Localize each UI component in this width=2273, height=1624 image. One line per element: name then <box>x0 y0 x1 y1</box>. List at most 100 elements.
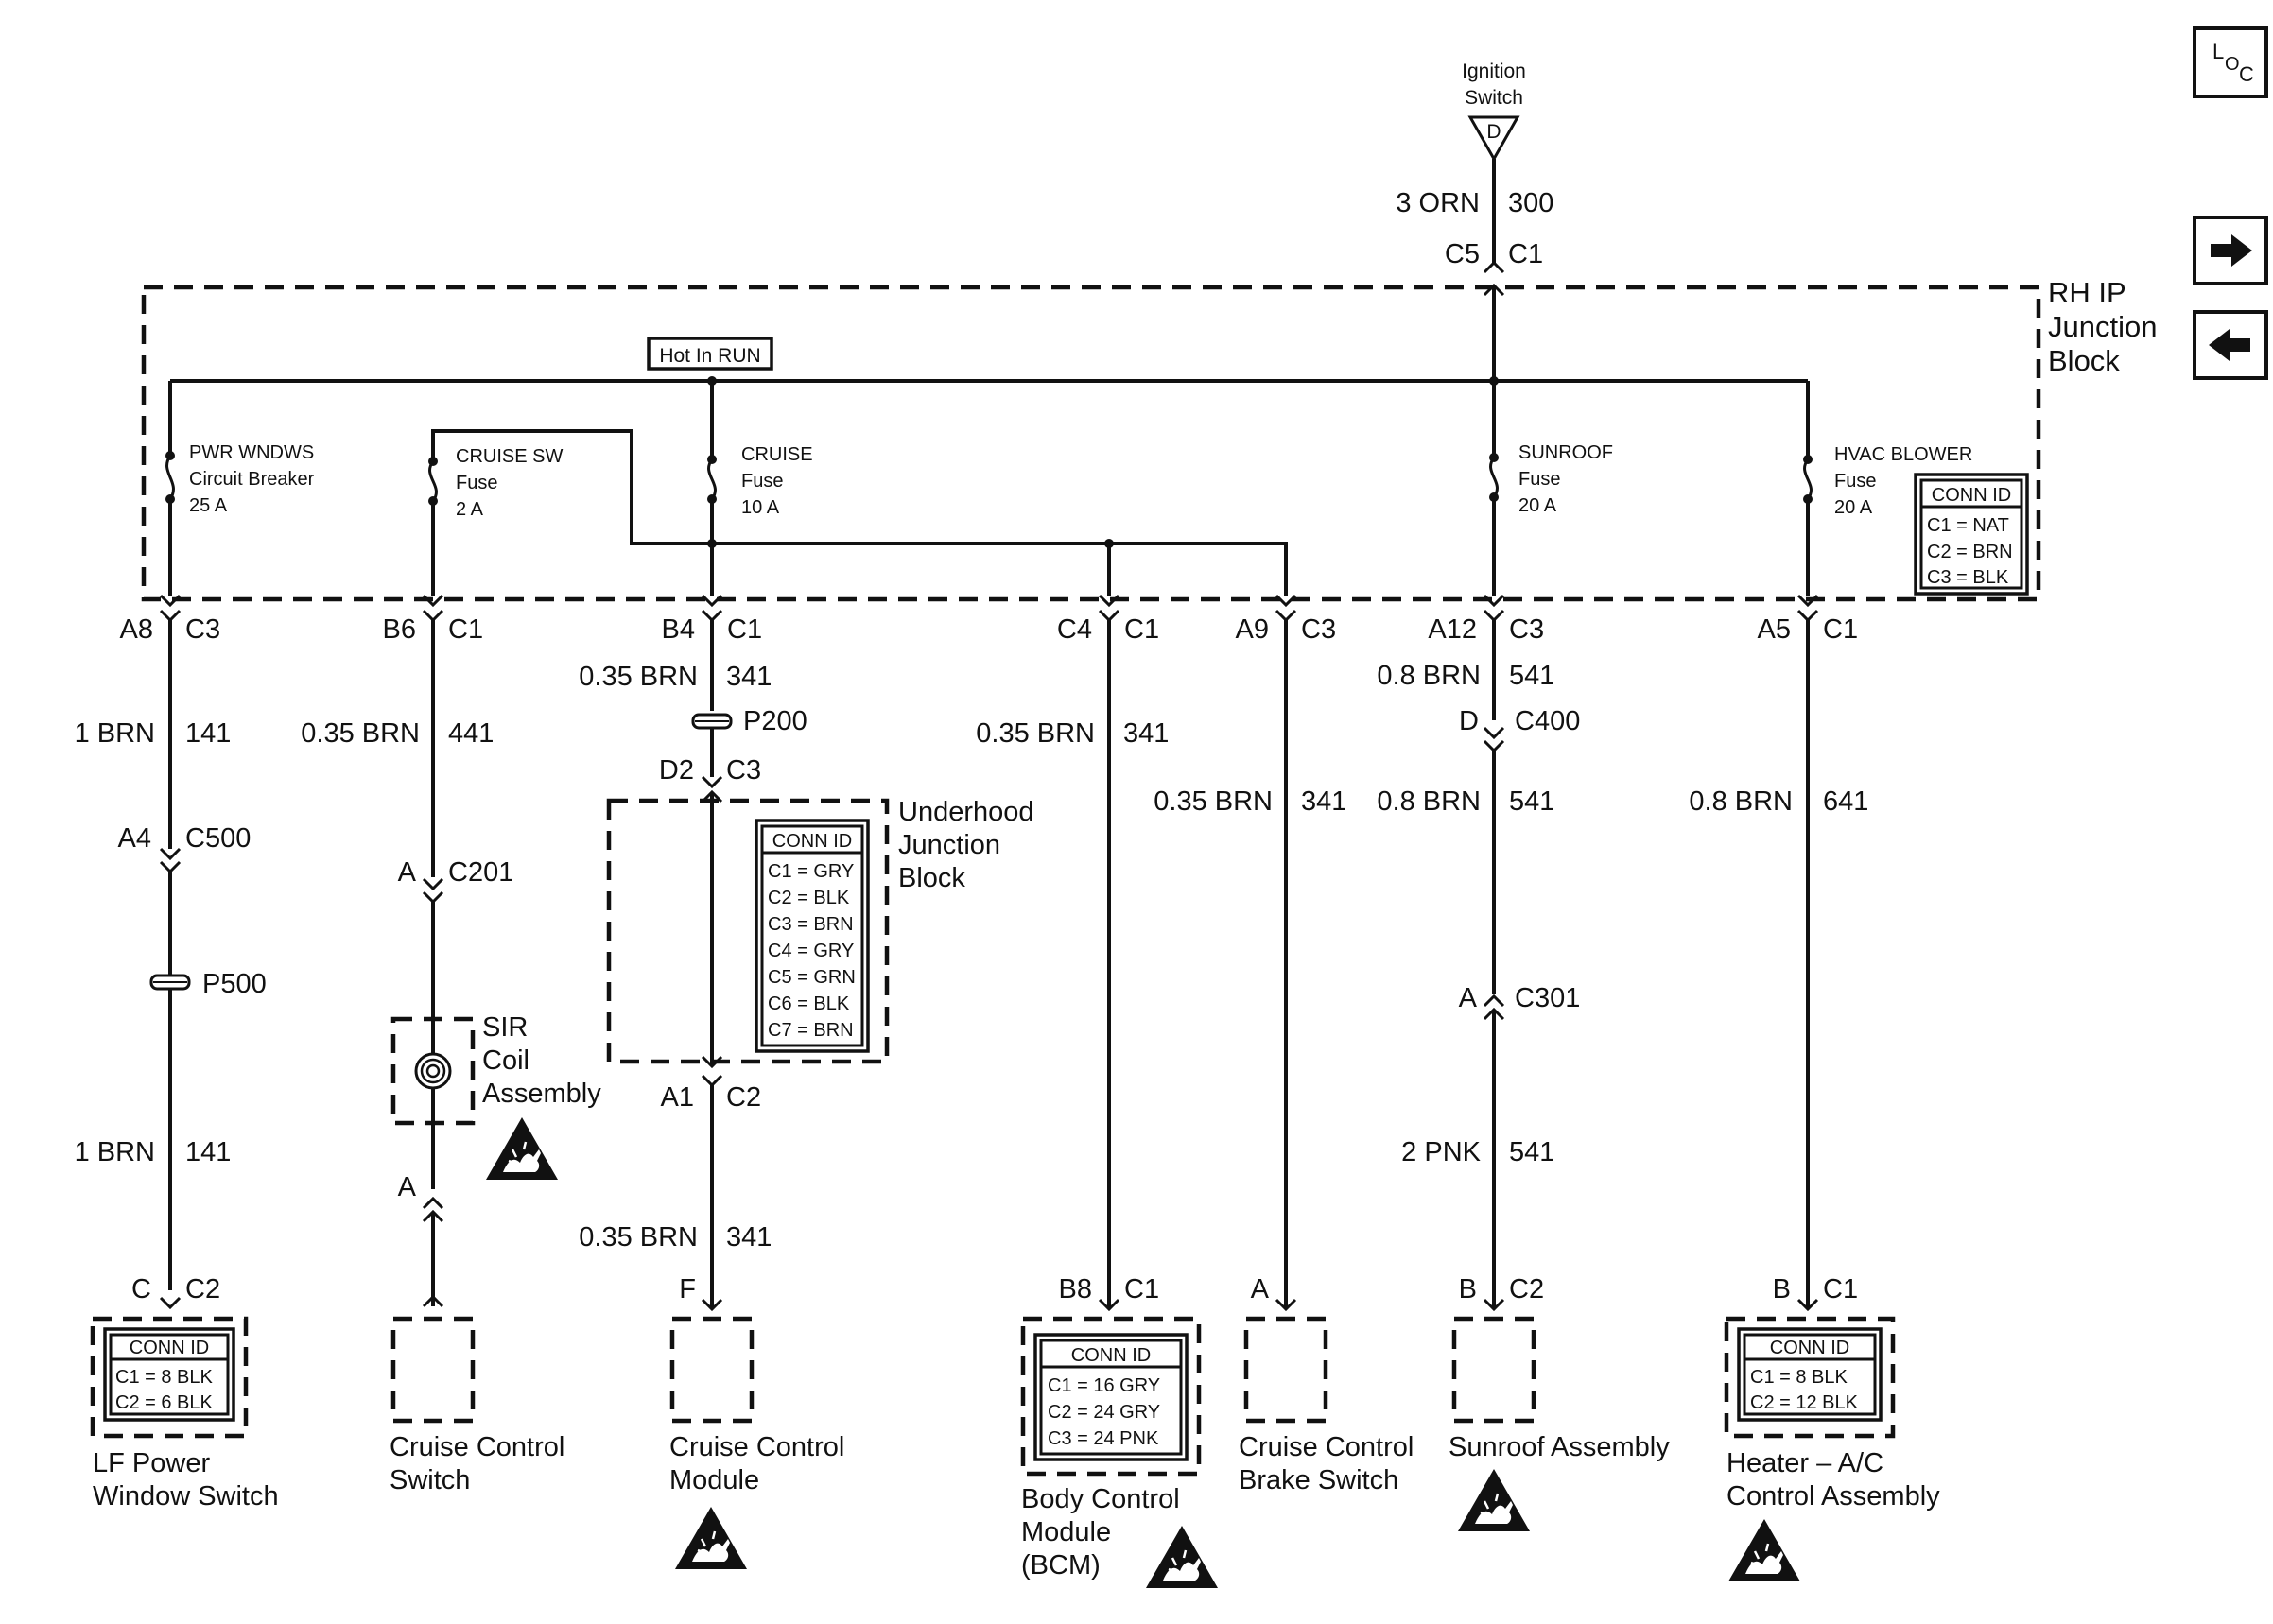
hvac-conn-id-c2: C2 = 12 BLK <box>1750 1392 1859 1413</box>
pin-a12-conn: C3 <box>1509 614 1544 645</box>
c6-end-conn: C2 <box>1509 1274 1544 1304</box>
cruise-control-switch-box <box>390 1316 476 1424</box>
ccs-name-1: Cruise Control <box>390 1432 564 1462</box>
c1-conn-id-title: CONN ID <box>130 1338 209 1358</box>
hvac-control-box <box>1724 1316 1896 1439</box>
top-wire-gauge: 3 ORN <box>1396 188 1480 218</box>
c3-circuit-2: 341 <box>726 1222 772 1253</box>
hvac-rating: 20 A <box>1834 497 1873 518</box>
c6-circuit-1: 541 <box>1509 661 1554 691</box>
c6-a: A <box>1459 983 1478 1013</box>
hvac-name: HVAC BLOWER <box>1834 444 1972 465</box>
lf-power-window-switch-box <box>90 1316 249 1439</box>
cruise-type: Fuse <box>741 471 783 492</box>
esd-warning-icon <box>1726 1517 1802 1583</box>
ccs-name-2: Switch <box>390 1465 470 1495</box>
esd-warning-icon <box>484 1115 560 1182</box>
next-page-button[interactable] <box>2193 216 2268 285</box>
c6-c400: C400 <box>1515 706 1580 736</box>
c1-end-pin: C <box>131 1274 151 1304</box>
connector-c1-top <box>1483 260 1505 274</box>
sir-label-2: Coil <box>482 1045 529 1076</box>
pin-c4-conn: C1 <box>1124 614 1159 645</box>
ccbs-box <box>1243 1316 1328 1424</box>
loc-o: O <box>2225 54 2240 75</box>
uhjb-conn-id-c5: C5 = GRN <box>768 967 856 988</box>
rh-ip-label-3: Block <box>2048 344 2120 377</box>
bcm-name-1: Body Control <box>1021 1484 1180 1514</box>
esd-warning-icon <box>1456 1467 1532 1533</box>
pwr-wndws-name: PWR WNDWS <box>189 442 314 463</box>
loc-l: L <box>2212 40 2224 63</box>
sir-coil-spiral-icon <box>414 1052 452 1090</box>
p200-label: P200 <box>743 706 807 736</box>
rh-conn-id-c2: C2 = BRN <box>1927 542 2013 562</box>
pwr-wndws-type: Circuit Breaker <box>189 469 315 490</box>
c7-gauge: 0.8 BRN <box>1689 786 1793 817</box>
hvac-fuse-symbol <box>1803 458 1813 500</box>
c2-circuit: 441 <box>448 718 494 749</box>
c3-c2: C2 <box>726 1082 761 1113</box>
bcm-conn-id-title: CONN ID <box>1071 1345 1151 1366</box>
hot-in-run-text: Hot In RUN <box>659 345 760 367</box>
uhjb-conn-id-c3: C3 = BRN <box>768 914 854 935</box>
sunroof-type: Fuse <box>1518 469 1560 490</box>
underhood-junction-block <box>606 798 890 1064</box>
c6-circuit-3: 541 <box>1509 1137 1554 1167</box>
c6-gauge-1: 0.8 BRN <box>1377 661 1481 691</box>
ignition-label-2: Switch <box>1465 87 1523 109</box>
cruise-sw-type: Fuse <box>456 473 497 493</box>
c3-gauge-1: 0.35 BRN <box>579 662 698 692</box>
pin-a5: A5 <box>1758 614 1791 645</box>
rh-conn-id-c3: C3 = BLK <box>1927 567 2009 588</box>
c6-gauge-2: 0.8 BRN <box>1377 786 1481 817</box>
c2-gauge: 0.35 BRN <box>301 718 420 749</box>
c6-gauge-3: 2 PNK <box>1401 1137 1481 1167</box>
ccm-name-1: Cruise Control <box>669 1432 844 1462</box>
c3-end-pin: F <box>679 1274 696 1304</box>
pin-a9-conn: C3 <box>1301 614 1336 645</box>
c1-circuit-2: 141 <box>185 1137 231 1167</box>
c1-conn: C500 <box>185 823 251 854</box>
c1-conn-pin: A4 <box>118 823 151 854</box>
cruise-sw-fuse-symbol <box>428 460 438 502</box>
c400-connector <box>1483 726 1505 753</box>
p500-label: P500 <box>202 969 267 999</box>
uhjb-conn-id-title: CONN ID <box>772 831 852 852</box>
rh-ip-label-2: Junction <box>2048 310 2157 343</box>
uhjb-conn-id-c4: C4 = GRY <box>768 941 854 961</box>
c4-end-pin: B8 <box>1059 1274 1092 1304</box>
uhjb-conn-id-c2: C2 = BLK <box>768 888 850 908</box>
c6-c301: C301 <box>1515 983 1580 1013</box>
c1-conn-id-c2: C2 = 6 BLK <box>115 1392 214 1413</box>
c1-conn-id-c1: C1 = 8 BLK <box>115 1367 214 1388</box>
sunroof-assembly-box <box>1451 1316 1536 1424</box>
c3-c3: C3 <box>726 755 761 786</box>
ignition-label-1: Ignition <box>1462 60 1526 82</box>
hvac-control-name-1: Heater – A/C <box>1726 1448 1883 1478</box>
cruise-fuse-symbol <box>707 458 717 500</box>
hvac-conn-id-c1: C1 = 8 BLK <box>1750 1367 1848 1388</box>
c2-conn: C201 <box>448 857 513 888</box>
uhjb-label-2: Junction <box>898 830 1000 860</box>
cruise-sw-rating: 2 A <box>456 499 484 520</box>
top-wire-circuit: 300 <box>1508 188 1553 218</box>
c6-circuit-2: 541 <box>1509 786 1554 817</box>
location-button[interactable]: L O C <box>2193 26 2268 98</box>
rh-conn-id-c1: C1 = NAT <box>1927 515 2009 536</box>
c1-end-conn: C2 <box>185 1274 220 1304</box>
previous-page-button[interactable] <box>2193 310 2268 380</box>
uhjb-conn-id-c1: C1 = GRY <box>768 861 854 882</box>
top-wire-conn: C1 <box>1508 239 1543 269</box>
c4-end-conn: C1 <box>1124 1274 1159 1304</box>
pwr-wndws-rating: 25 A <box>189 495 228 516</box>
c5-end-pin: A <box>1251 1274 1270 1304</box>
uhjb-label-3: Block <box>898 863 965 893</box>
sunroof-fuse-symbol <box>1489 457 1499 498</box>
esd-warning-icon <box>1144 1524 1220 1590</box>
uhjb-label-1: Underhood <box>898 797 1034 827</box>
pin-c4: C4 <box>1057 614 1092 645</box>
bcm-name-2: Module <box>1021 1517 1111 1547</box>
ignition-switch-symbol <box>1467 115 1520 163</box>
c1-circuit-1: 141 <box>185 718 231 749</box>
